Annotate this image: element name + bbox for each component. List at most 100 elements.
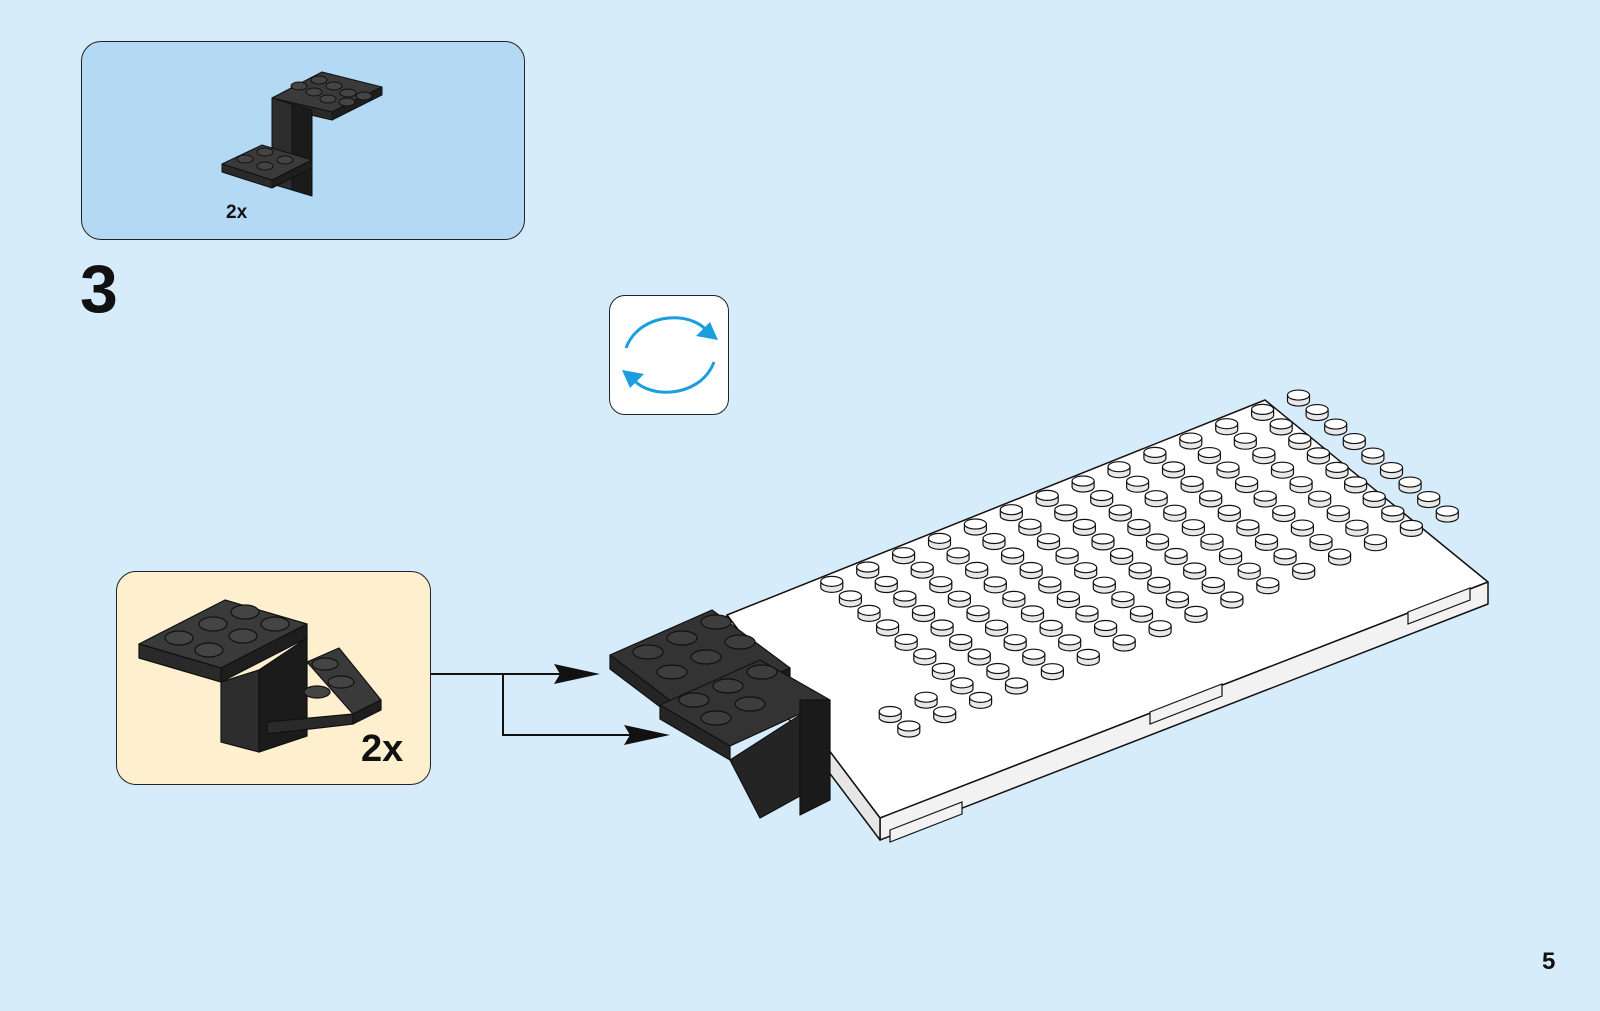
plate-stud [1399,477,1421,493]
plate-stud [968,649,990,665]
plate-stud [1202,578,1224,594]
plate-stud [1184,563,1206,579]
plate-stud [1220,549,1242,565]
plate-stud [1006,678,1028,694]
plate-stud [914,649,936,665]
plate-stud [1436,506,1458,522]
plate-stud [1023,649,1045,665]
plate-stud [1198,448,1220,464]
plate-stud [1345,477,1367,493]
plate-stud [950,635,972,651]
plate-stud [951,678,973,694]
plate-stud [1055,505,1077,521]
plate-stud [1040,620,1062,636]
plate-stud [1400,520,1422,536]
plate-stud [1418,492,1440,508]
plate-stud [1272,462,1294,478]
plate-stud [1165,549,1187,565]
plate-stud [1164,505,1186,521]
plate-stud [1365,535,1387,551]
plate-stud [1310,535,1332,551]
plate-stud [1109,505,1131,521]
plate-stud [1111,548,1133,564]
plate-stud [857,562,879,578]
plate-stud [1073,519,1095,535]
plate-stud [1000,505,1022,521]
plate-stud [948,591,970,607]
plate-stud [1382,506,1404,522]
plate-stud [1002,548,1024,564]
plate-stud [1201,534,1223,550]
plate-stud [913,606,935,622]
plate-stud [1238,563,1260,579]
plate-stud [1041,664,1063,680]
plate-stud [1363,491,1385,507]
plate-stud [1149,621,1171,637]
plate-stud [1306,405,1328,421]
plate-stud [1234,433,1256,449]
plate-stud [1039,577,1061,593]
plate-stud [1129,563,1151,579]
plate-stud [1185,606,1207,622]
plate-stud [893,548,915,564]
plate-stud [1253,448,1275,464]
plate-stud [1077,649,1099,665]
plate-stud [879,707,901,723]
plate-stud [1163,462,1185,478]
plate-stud [1216,419,1238,435]
plate-stud [1144,447,1166,463]
plate-stud [1289,433,1311,449]
plate-stud [1112,592,1134,608]
plate-stud [967,606,989,622]
plate-stud [984,577,1006,593]
plate-stud [1056,548,1078,564]
plate-stud [1288,390,1310,406]
plate-stud [821,576,843,592]
plate-stud [1309,491,1331,507]
plate-stud [1200,491,1222,507]
plate-stud [1145,491,1167,507]
plate-stud [1274,549,1296,565]
plate-stud [1256,534,1278,550]
plate-stud [986,620,1008,636]
plate-stud [1113,635,1135,651]
plate-stud [915,692,937,708]
plate-stud [1254,491,1276,507]
plate-stud [1307,448,1329,464]
plate-stud [929,533,951,549]
plate-stud [1217,462,1239,478]
plate-stud [1057,592,1079,608]
plate-stud [1252,404,1274,420]
plate-stud [964,519,986,535]
plate-stud [894,591,916,607]
plate-stud [1346,520,1368,536]
plate-stud [1325,419,1347,435]
plate-stud [1329,549,1351,565]
plate-stud [1343,434,1365,450]
plate-stud [839,591,861,607]
plate-stud [1092,534,1114,550]
plate-stud [1022,606,1044,622]
plate-stud [1147,534,1169,550]
plate-stud [1038,534,1060,550]
plate-stud [983,534,1005,550]
plate-stud [858,605,880,621]
plate-stud [1075,563,1097,579]
plate-stud [1221,592,1243,608]
plate-stud [1131,606,1153,622]
plate-stud [1059,635,1081,651]
plate-stud [1127,476,1149,492]
plate-stud [1381,463,1403,479]
plate-stud [1004,635,1026,651]
plate-stud [1293,563,1315,579]
plate-stud [1019,519,1041,535]
plate-stud [1108,462,1130,478]
plate-stud [1093,577,1115,593]
plate-stud [1095,621,1117,637]
plate-stud [1237,520,1259,536]
page-number: 5 [1542,948,1555,976]
plate-stud [932,663,954,679]
plate-stud [1020,563,1042,579]
plate-stud [1128,520,1150,536]
